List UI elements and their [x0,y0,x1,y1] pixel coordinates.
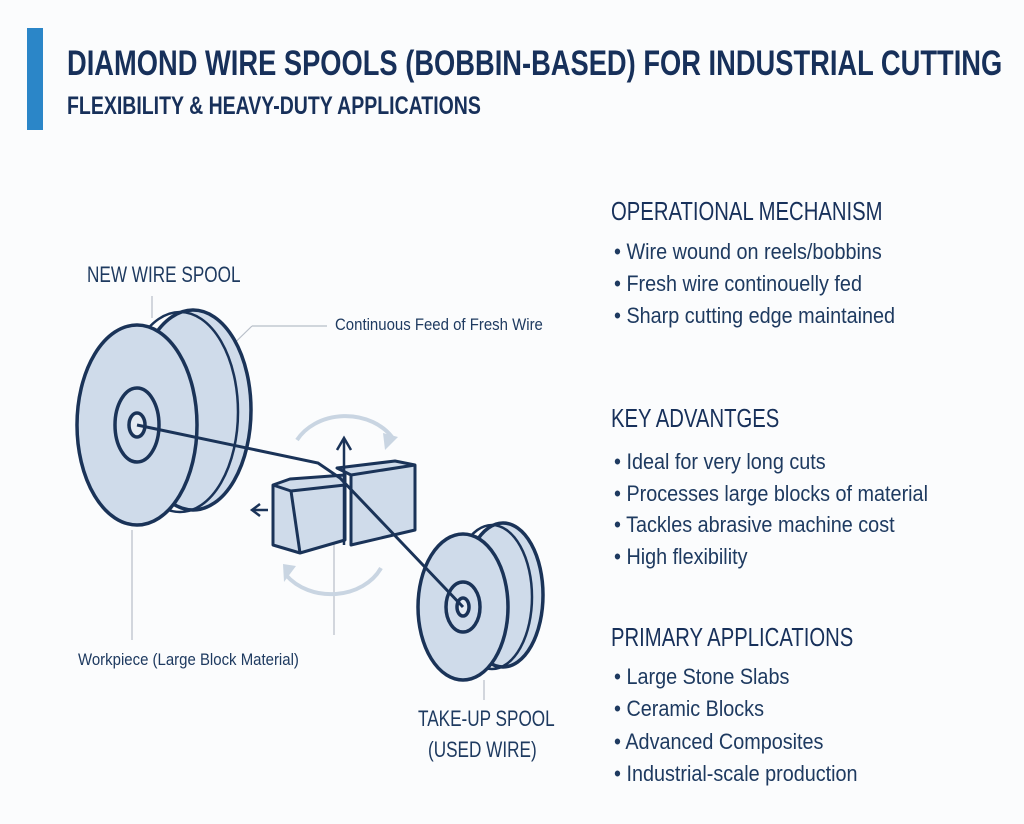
feed-label: Continuous Feed of Fresh Wire [335,315,543,334]
bullet-item: • Industrial-scale production [614,761,858,786]
bullet-item: • Processes large blocks of material [614,481,928,506]
takeup-spool-sublabel: (USED WIRE) [428,737,537,762]
workpiece-blocks [271,459,417,555]
section-heading-applications: PRIMARY APPLICATIONS [611,622,854,652]
bullet-item: • Tackles abrasive machine cost [614,512,895,537]
new-wire-spool-label: NEW WIRE SPOOL [87,262,241,287]
page-subtitle: FLEXIBILITY & HEAVY-DUTY APPLICATIONS [67,92,481,120]
new-wire-spool [75,308,253,527]
bullet-item: • Fresh wire continouelly fed [614,271,862,296]
takeup-spool-label: TAKE-UP SPOOL [418,706,555,731]
bullet-item: • Ideal for very long cuts [614,449,826,474]
section-heading-mechanism: OPERATIONAL MECHANISM [611,196,883,226]
take-up-spool [416,521,545,682]
diamond-wire [136,423,465,609]
bullet-item: • High flexibility [614,544,748,569]
bullet-item: • Ceramic Blocks [614,696,764,721]
section-heading-advantages: KEY ADVANTGES [611,403,780,433]
title-accent-bar [27,28,43,130]
workpiece-label: Workpiece (Large Block Material) [78,650,299,669]
bullet-item: • Large Stone Slabs [614,664,790,689]
page-title: DIAMOND WIRE SPOOLS (BOBBIN-BASED) FOR I… [67,44,1003,83]
bullet-item: • Sharp cutting edge maintained [614,303,896,328]
feed-direction-arrow-icon [249,435,353,545]
rotation-arrows-icon [284,414,394,597]
bullet-item: • Advanced Composites [614,729,824,754]
bullet-item: • Wire wound on reels/bobbins [614,239,882,264]
